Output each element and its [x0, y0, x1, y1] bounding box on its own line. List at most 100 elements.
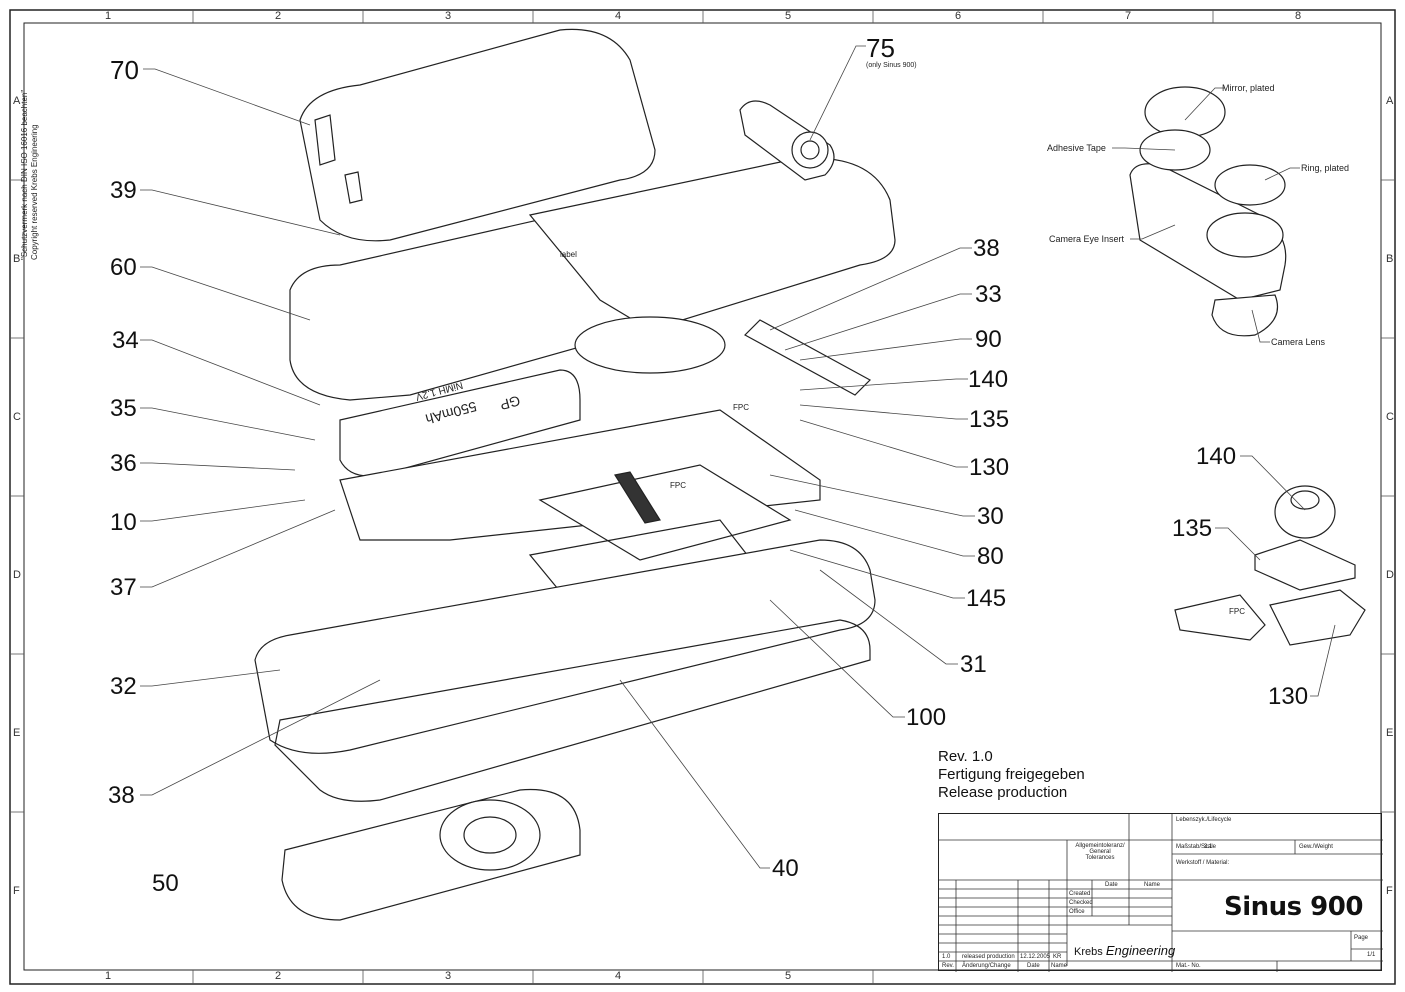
fpc-label-2: FPC [670, 481, 686, 490]
tb-mat-no: Mat.- No. [1176, 963, 1201, 969]
callout-32: 32 [110, 673, 137, 700]
title-block-grid [939, 814, 1383, 972]
grid-dividers [10, 10, 1395, 984]
release-rev: Rev. 1.0 [938, 748, 993, 765]
callout-80: 80 [977, 543, 1004, 570]
grid-row-d: D [13, 569, 21, 581]
tb-material-label: Werkstoff / Material: [1176, 860, 1230, 866]
callout-50: 50 [152, 870, 179, 897]
grid-col-4: 4 [615, 10, 622, 22]
label-ring-plated: Ring, plated [1301, 163, 1350, 173]
grid-row-e-right: E [1386, 727, 1394, 739]
part-32-lower-housing [254, 539, 876, 754]
tb-name-header: Name [1144, 882, 1161, 888]
tb-change-header: Änderung/Change [962, 963, 1011, 969]
callout-140: 140 [968, 366, 1009, 393]
grid-col-bottom-2: 2 [275, 970, 282, 982]
grid-row-c: C [13, 411, 21, 423]
part-60-housing [289, 214, 641, 401]
ring [1214, 164, 1286, 206]
part-90-flex [744, 319, 871, 396]
tb-weight-label: Gew./Weight [1299, 844, 1333, 850]
copyright-line-2: Copyright reserved Krebs Engineering [30, 124, 39, 260]
callout-90: 90 [975, 326, 1002, 353]
exploded-view-parts [254, 28, 1366, 921]
callout-34: 34 [112, 327, 139, 354]
callout-37: 37 [110, 574, 137, 601]
connector-130 [1269, 589, 1366, 646]
tb-scale-label: Maßstab/Scale [1176, 844, 1217, 850]
callout-75-note: (only Sinus 900) [866, 62, 917, 69]
grid-row-d-right: D [1386, 569, 1394, 581]
company-suffix: Engineering [1105, 943, 1176, 958]
callout-135: 135 [969, 406, 1010, 433]
callout-38-upper: 38 [973, 235, 1000, 262]
callout-33: 33 [975, 281, 1002, 308]
tb-checked: Checked [1069, 900, 1093, 906]
label-tag: label [560, 250, 577, 259]
detail-callout-140: 140 [1196, 443, 1237, 470]
callout-130: 130 [969, 454, 1010, 481]
lens-140 [1274, 485, 1336, 539]
grid-col-5: 5 [785, 10, 792, 22]
copyright-note: "Schutzvermerk nach DIN ISO 16016 beacht… [20, 90, 40, 260]
fpc-label-3: FPC [1229, 607, 1245, 616]
tb-date-value: 12.12.2005 [1020, 954, 1051, 960]
callout-31: 31 [960, 651, 987, 678]
tb-page-value: 1/1 [1367, 952, 1376, 958]
release-note: Rev. 1.0 Fertigung freigegeben Release p… [938, 748, 1085, 802]
copyright-line-1: "Schutzvermerk nach DIN ISO 16016 beacht… [20, 89, 29, 260]
callout-35: 35 [110, 395, 137, 422]
tb-scale-value: 3:1 [1204, 844, 1213, 850]
callout-38-lower: 38 [108, 782, 135, 809]
drawing-title: Sinus 900 [1224, 892, 1363, 922]
outer-border [9, 9, 1396, 985]
callout-30: 30 [977, 503, 1004, 530]
part-70-battery-cover [299, 28, 656, 242]
mirror [1144, 86, 1226, 138]
grid-row-c-right: C [1386, 411, 1394, 423]
callout-39: 39 [110, 177, 137, 204]
tb-date-header: Date [1105, 882, 1118, 888]
tb-tolerances: Allgemeintoleranz/ General Tolerances [1075, 843, 1125, 861]
grid-col-1: 1 [105, 10, 112, 22]
tb-page-label: Page [1354, 935, 1369, 941]
grid-row-f: F [13, 885, 20, 897]
grid-row-b-right: B [1386, 253, 1394, 265]
detail-callout-130: 130 [1268, 683, 1309, 710]
callout-145: 145 [966, 585, 1007, 612]
release-de: Fertigung freigegeben [938, 766, 1085, 783]
part-50-keypad [281, 788, 581, 921]
callout-40: 40 [772, 855, 799, 882]
company-brand: Krebs Engineering [1074, 943, 1175, 958]
title-block: Lebenszyk./Lifecycle Allgemeintoleranz/ … [938, 813, 1383, 972]
tb-rev-header: Rev. [942, 963, 954, 969]
label-mirror-plated: Mirror, plated [1222, 83, 1275, 93]
fpc-label-1: FPC [733, 403, 749, 412]
grid-col-bottom-3: 3 [445, 970, 452, 982]
detail-callout-135: 135 [1172, 515, 1213, 542]
tb-rev-value: 1.0 [942, 954, 951, 960]
callout-75: 75 [866, 33, 895, 63]
callout-60: 60 [110, 254, 137, 281]
tb-created: Created [1069, 891, 1091, 897]
grid-row-a: A [13, 95, 21, 107]
company-name: Krebs [1074, 946, 1103, 958]
grid-col-2: 2 [275, 10, 282, 22]
grid-col-3: 3 [445, 10, 452, 22]
fpc-detail [1174, 594, 1266, 641]
tb-date-header-2: Date [1027, 963, 1040, 969]
tb-office: Office [1069, 909, 1085, 915]
camera-lens [1211, 294, 1279, 337]
grid-col-bottom-4: 4 [615, 970, 622, 982]
label-camera-eye-insert: Camera Eye Insert [1049, 234, 1125, 244]
leader-lines [140, 45, 1336, 869]
callout-100: 100 [906, 704, 947, 731]
battery [339, 369, 581, 477]
grid-col-bottom-5: 5 [785, 970, 792, 982]
label-adhesive-tape: Adhesive Tape [1047, 143, 1106, 153]
grid-col-8: 8 [1295, 10, 1302, 22]
part-80-shield [538, 464, 792, 561]
callout-10: 10 [110, 509, 137, 536]
tb-lifecycle: Lebenszyk./Lifecycle [1176, 817, 1232, 823]
